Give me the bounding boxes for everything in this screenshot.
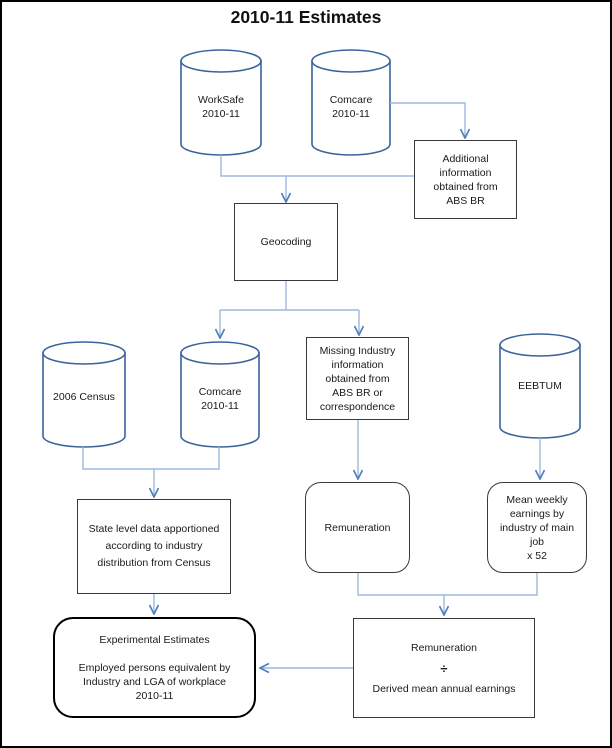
connector-remuneration-meanweekly-merge <box>357 573 538 596</box>
comcare-top-label: Comcare 2010-11 <box>329 94 373 120</box>
divide-sign: ÷ <box>440 660 448 676</box>
mean-weekly-box: Mean weekly earnings by industry of main… <box>487 482 587 573</box>
comcare-mid-label: Comcare 2010-11 <box>198 386 242 412</box>
connector-census-comcare-merge <box>82 447 220 470</box>
division-numerator: Remuneration <box>411 641 477 654</box>
census-2006-cylinder <box>42 341 126 448</box>
geocoding-box: Geocoding <box>234 203 338 281</box>
experimental-estimates-box: Experimental Estimates Employed persons … <box>53 617 256 718</box>
eebtum-label: EEBTUM <box>518 380 562 392</box>
comcare-top-cylinder <box>311 49 391 156</box>
diagram-title: 2010-11 Estimates <box>230 7 382 27</box>
worksafe-cylinder <box>180 49 262 156</box>
remuneration-box: Remuneration <box>305 482 410 573</box>
division-box: Remuneration ÷ Derived mean annual earni… <box>353 618 535 718</box>
comcare-mid-cylinder <box>180 341 260 448</box>
connector-worksafe-to-additional-junction <box>220 155 414 177</box>
state-level-box: State level data apportioned according t… <box>77 499 231 594</box>
division-denominator: Derived mean annual earnings <box>372 682 516 695</box>
connector-comcare-to-additional <box>390 102 465 138</box>
worksafe-label: WorkSafe 2010-11 <box>198 94 244 120</box>
missing-industry-box: Missing Industry information obtained fr… <box>306 337 409 420</box>
census-2006-label: 2006 Census <box>53 391 115 403</box>
eebtum-cylinder <box>499 333 581 439</box>
division-content: Remuneration ÷ Derived mean annual earni… <box>356 641 532 696</box>
additional-info-box: Additional information obtained from ABS… <box>414 140 517 219</box>
